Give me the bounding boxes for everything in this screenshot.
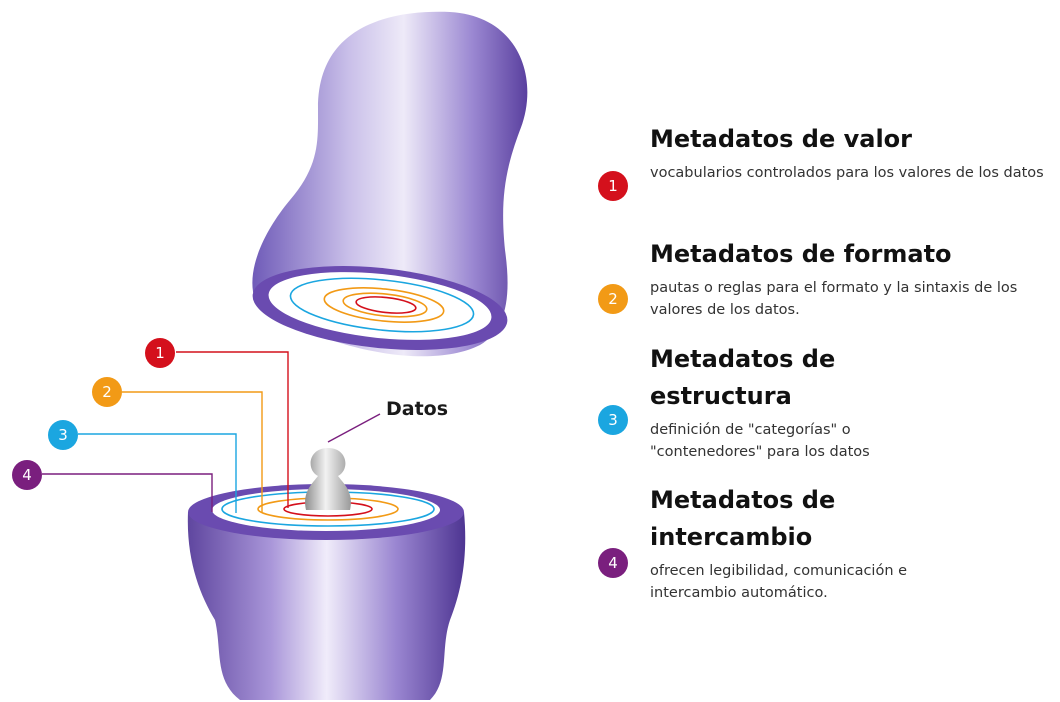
- legend-title: Metadatos de intercambio: [650, 486, 836, 551]
- legend-title: Metadatos de estructura: [650, 345, 836, 410]
- top-ring-value: [355, 296, 417, 314]
- inner-doll-figure: [305, 448, 351, 510]
- badge-left-1: 1: [145, 338, 175, 368]
- legend-item-format: Metadatos de formato 2 pautas o reglas p…: [598, 236, 1060, 321]
- leader-lines: [42, 351, 381, 513]
- leader-line-4: [42, 473, 213, 512]
- legend-badge-1: 1: [598, 171, 628, 201]
- legend-description: pautas o reglas para el formato y la sin…: [650, 280, 1018, 318]
- doll-top-half: [252, 11, 528, 357]
- legend-description: vocabularios controlados para los valore…: [650, 165, 1044, 181]
- legend-item-exchange: Metadatos de intercambio 4 ofrecen legib…: [598, 482, 1060, 604]
- legend-badge-2: 2: [598, 284, 628, 314]
- legend-description: definición de "categorías" o "contenedor…: [650, 422, 870, 460]
- legend-badge-4: 4: [598, 548, 628, 578]
- top-ring-format-inner: [342, 292, 428, 318]
- leader-line-1: [176, 351, 289, 508]
- legend-item-structure: Metadatos de estructura 3 definición de …: [598, 341, 1060, 463]
- top-ring-format: [323, 287, 445, 323]
- legend-badge-3: 3: [598, 405, 628, 435]
- top-ring-structure: [289, 277, 475, 333]
- badge-left-4: 4: [12, 460, 42, 490]
- badge-left-2: 2: [92, 377, 122, 407]
- legend-description: ofrecen legibilidad, comunicación e inte…: [650, 563, 908, 601]
- legend-title: Metadatos de valor: [650, 125, 913, 153]
- datos-label: Datos: [386, 398, 449, 420]
- doll-bottom-half: [187, 484, 466, 700]
- matryoshka-illustration: [42, 11, 528, 700]
- legend-title: Metadatos de formato: [650, 240, 952, 268]
- leader-line-3: [78, 433, 237, 513]
- datos-pointer-line: [327, 413, 381, 443]
- legend-item-value: Metadatos de valor 1 vocabularios contro…: [598, 121, 1060, 201]
- badge-left-3: 3: [48, 420, 78, 450]
- leader-line-2: [122, 391, 263, 512]
